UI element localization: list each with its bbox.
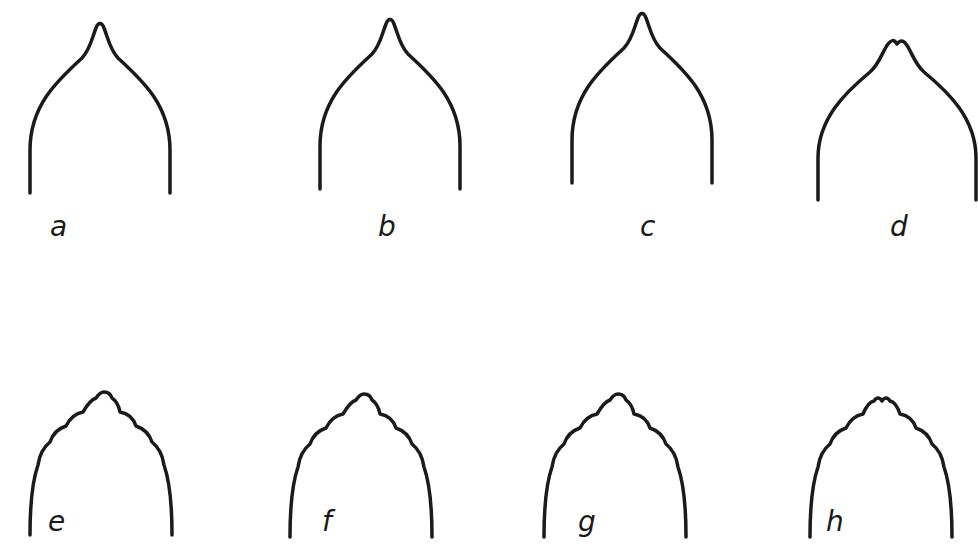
figure-letter: g xyxy=(578,508,596,536)
figure-letter: f xyxy=(322,508,332,536)
leaf-tip-d xyxy=(818,41,976,200)
figure-letter: b xyxy=(378,213,396,241)
leaf-tip-a xyxy=(30,24,170,194)
figure-letter: a xyxy=(50,213,67,241)
figure-letter: h xyxy=(826,508,844,536)
leaf-tip-g xyxy=(544,394,686,537)
leaf-tip-e xyxy=(30,392,172,535)
leaf-tip-h xyxy=(810,398,952,537)
leaf-tip-c xyxy=(572,14,712,184)
figure-letter: d xyxy=(890,213,908,241)
leaf-tip-b xyxy=(320,20,460,190)
figure-letter: e xyxy=(48,508,65,536)
figure-letter: c xyxy=(640,213,655,241)
leaf-tip-f xyxy=(290,394,432,537)
